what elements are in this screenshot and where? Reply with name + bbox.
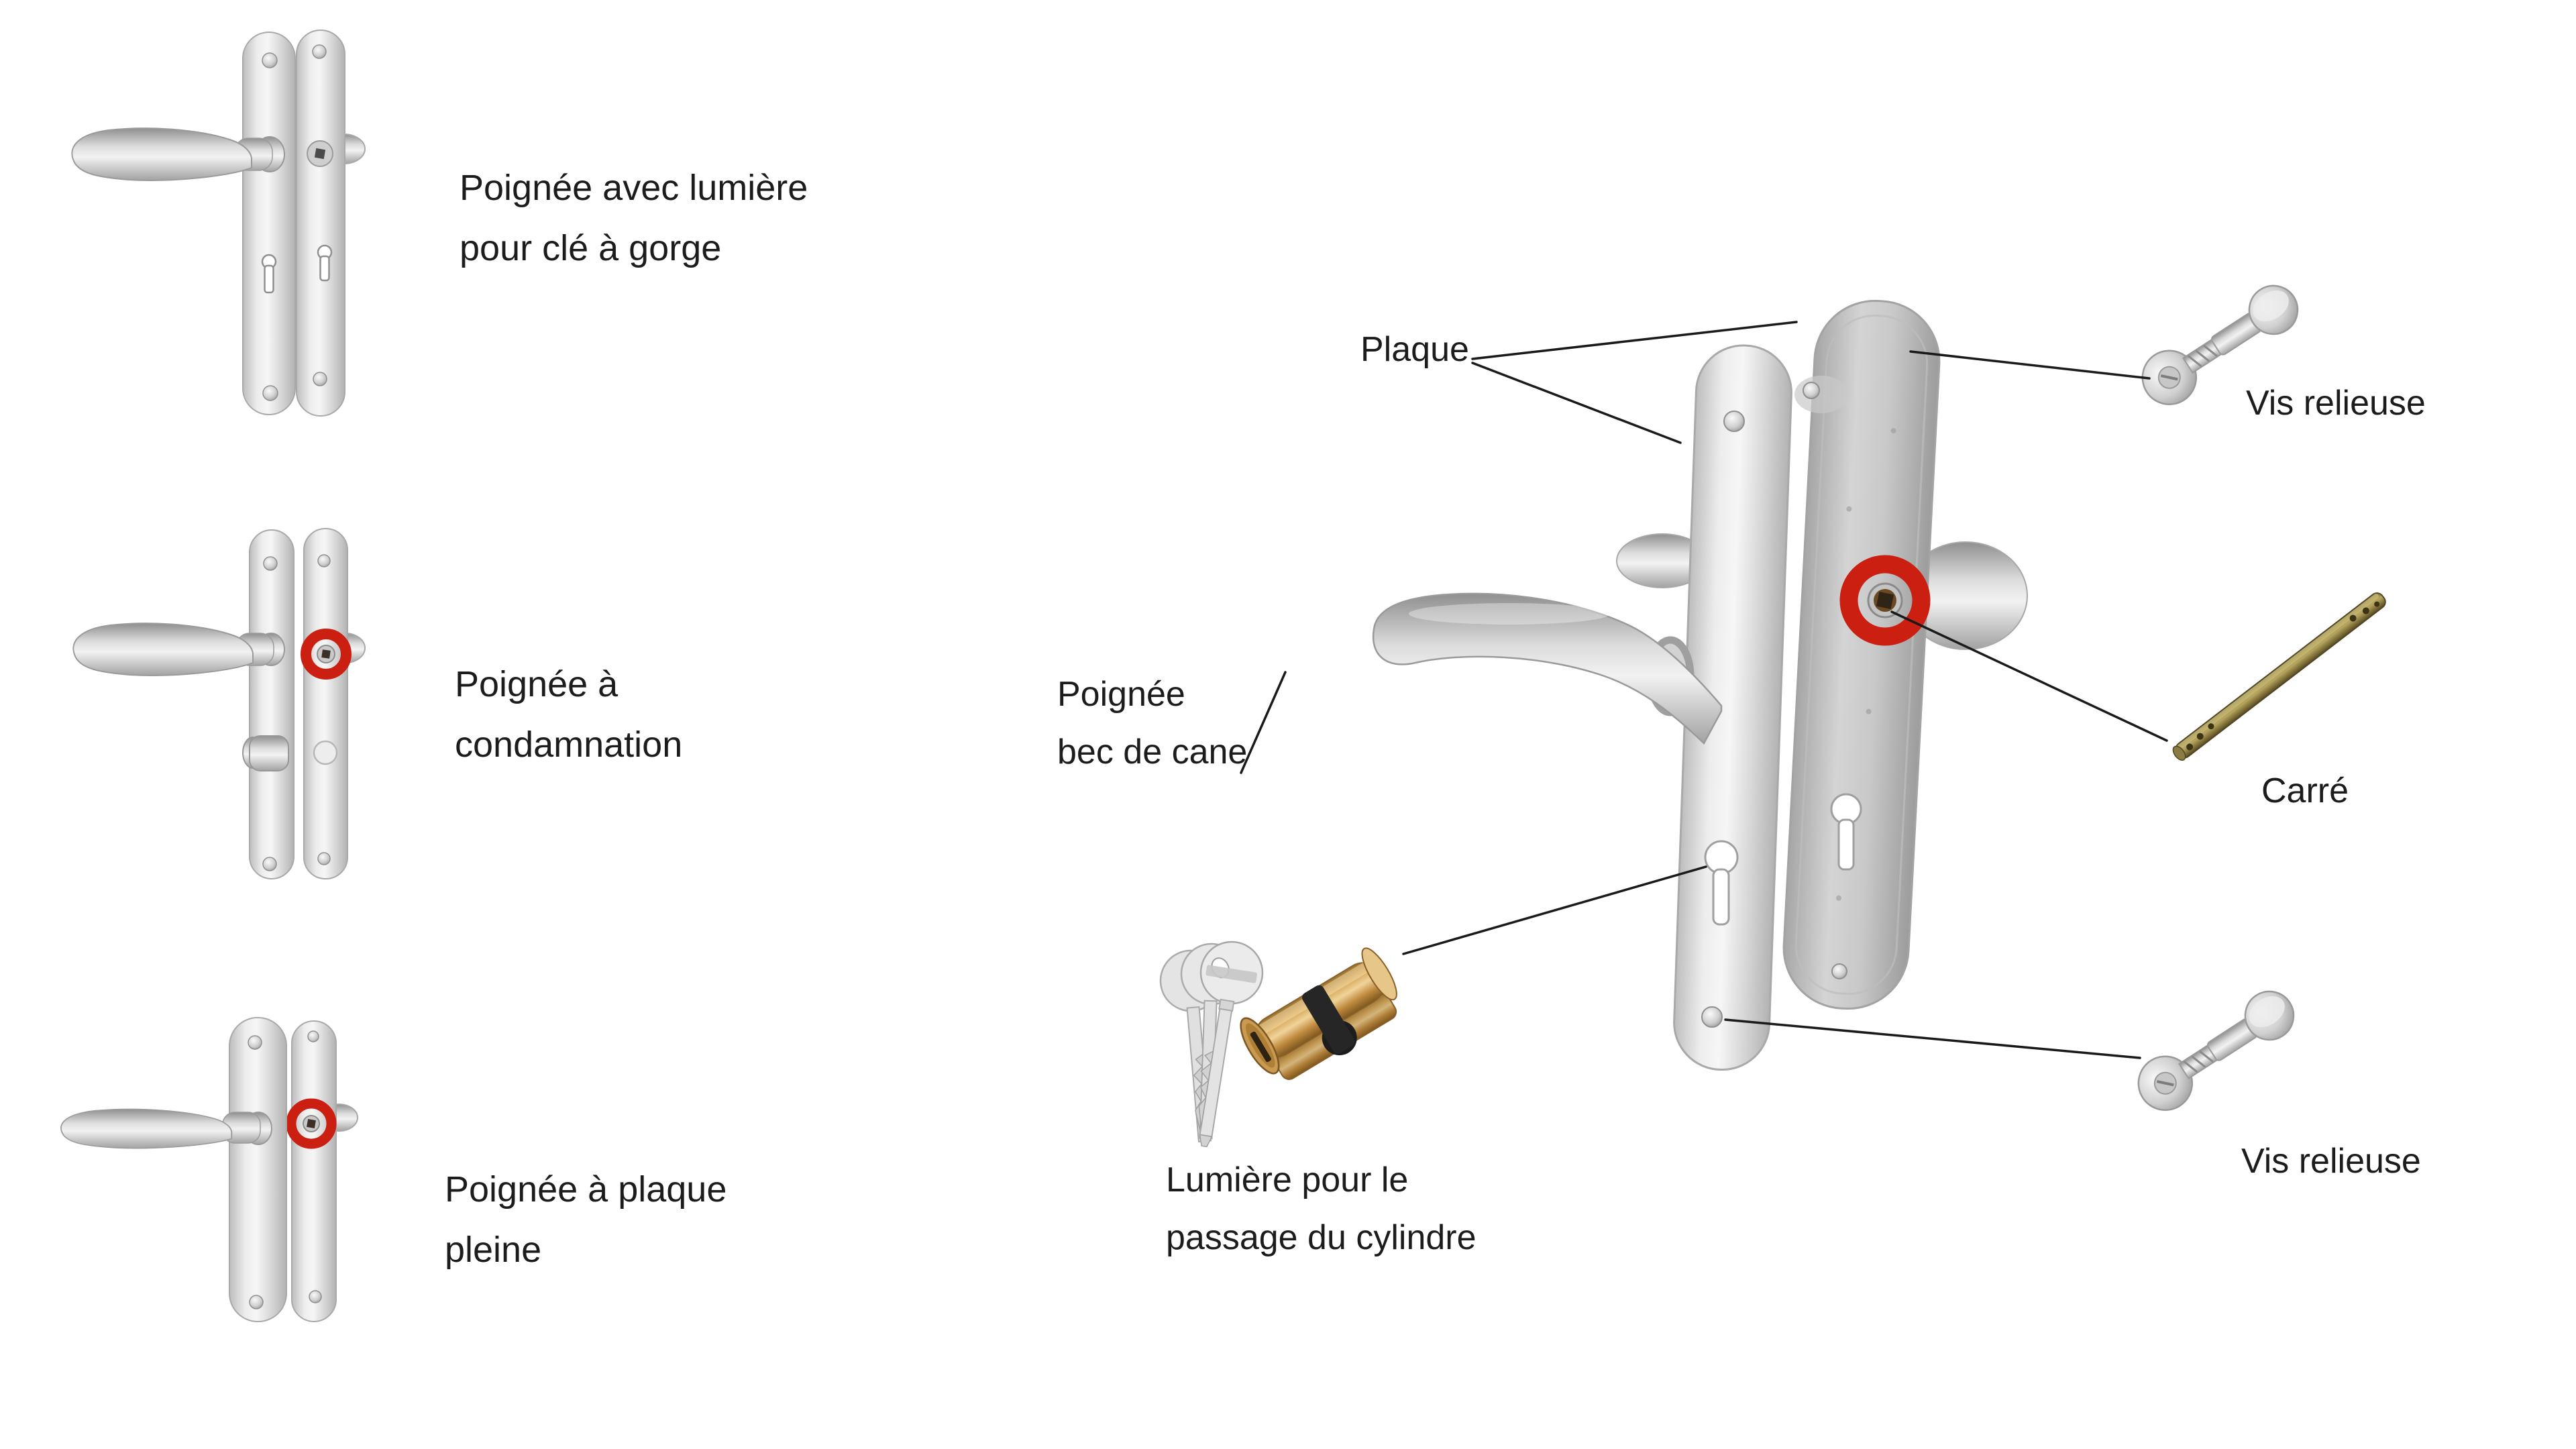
thumbturn	[242, 735, 289, 771]
screw	[317, 554, 331, 568]
screw	[309, 1290, 322, 1303]
condamnation-ring	[286, 1098, 337, 1149]
back-plate	[291, 1020, 337, 1322]
leader-vis-bottom	[1724, 1018, 2141, 1059]
vis-relieuse-bottom	[2137, 990, 2295, 1111]
vis-relieuse-top	[2141, 284, 2299, 405]
lever-handle	[1372, 592, 1723, 745]
photo-poignee-plaque-pleine	[60, 1017, 358, 1322]
photo-poignee-condamnation	[72, 528, 366, 879]
leader-cylindre	[1402, 865, 1707, 955]
keys	[1159, 941, 1264, 1148]
lever-handle	[71, 127, 285, 181]
screw	[263, 556, 278, 571]
leader-carre	[1890, 610, 2168, 742]
screw	[262, 52, 278, 68]
label-poignee-bec-de-cane: Poignée bec de cane	[1057, 675, 1248, 771]
lever-handle	[60, 1108, 272, 1149]
screw	[262, 385, 278, 401]
lever-handle	[72, 623, 285, 676]
carre-rod	[2172, 592, 2386, 761]
screw	[313, 372, 327, 386]
front-keyhole	[261, 254, 277, 294]
back-plate	[303, 528, 348, 879]
photo-main-assembly	[1372, 299, 2028, 1071]
leader-bec-de-cane	[1240, 671, 1287, 774]
photo-poignee-cle-a-gorge	[71, 30, 366, 417]
label-plaque: Plaque	[1360, 330, 1469, 369]
label-poignee-plaque-pleine: Poignée à plaque pleine	[445, 1169, 727, 1270]
front-euro-keyhole	[1704, 840, 1739, 926]
label-carre: Carré	[2261, 771, 2349, 810]
screw	[248, 1035, 262, 1050]
back-plate	[1782, 299, 1941, 1010]
top-fixing-boss	[1794, 376, 1848, 413]
label-lumiere-cylindre: Lumière pour le passage du cylindre	[1166, 1161, 1477, 1257]
screw	[262, 857, 277, 871]
leader-vis-top	[1909, 350, 2151, 380]
spindle-square-hole	[314, 148, 326, 160]
screw	[317, 852, 331, 865]
back-keyhole	[317, 244, 333, 282]
front-plate	[242, 32, 296, 415]
screw	[1701, 1006, 1723, 1028]
screw	[1803, 382, 1820, 399]
emergency-release	[313, 740, 338, 765]
leader-lines	[1240, 321, 2168, 1059]
condamnation-ring	[1839, 555, 1931, 646]
front-plate	[229, 1017, 287, 1322]
screw	[312, 44, 327, 59]
back-plate	[296, 30, 345, 417]
front-plate	[249, 529, 294, 879]
label-poignee-condamnation: Poignée à condamnation	[455, 664, 683, 765]
condamnation-ring	[301, 629, 352, 680]
screw	[1831, 963, 1847, 979]
leader-plaque-front	[1471, 362, 1682, 444]
keyway	[1250, 1031, 1271, 1063]
label-poignee-cle-a-gorge: Poignée avec lumière pour clé à gorge	[460, 168, 808, 268]
screw	[249, 1295, 264, 1309]
screw	[1723, 411, 1745, 432]
cylinder	[1240, 947, 1397, 1080]
label-vis-relieuse-top: Vis relieuse	[2246, 384, 2426, 423]
leader-plaque-back	[1471, 321, 1798, 360]
back-euro-keyhole	[1830, 793, 1862, 871]
screw	[307, 1030, 319, 1042]
label-vis-relieuse-bottom: Vis relieuse	[2241, 1142, 2421, 1181]
